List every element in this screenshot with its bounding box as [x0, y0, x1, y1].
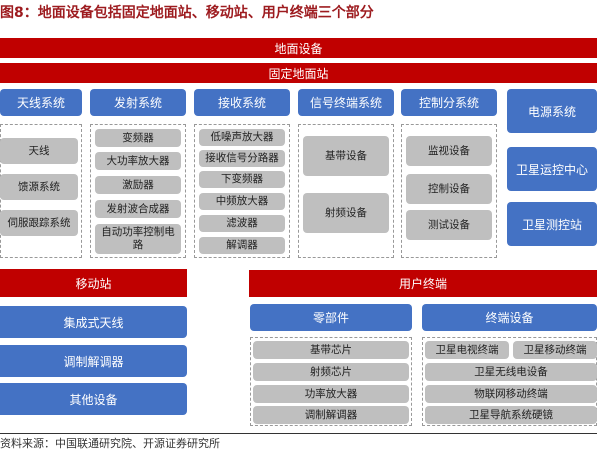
- satellite-operation-center-box: 卫星运控中心: [507, 147, 597, 191]
- auto-power-control-item: 自动功率控制电路: [95, 224, 181, 254]
- satellite-mobile-terminal-item: 卫星移动终端: [513, 341, 597, 359]
- rf-chip-item: 射频芯片: [253, 363, 409, 381]
- satellite-tv-terminal-item: 卫星电视终端: [425, 341, 509, 359]
- power-system-box: 电源系统: [507, 89, 597, 133]
- baseband-chip-item: 基带芯片: [253, 341, 409, 359]
- components-header: 零部件: [250, 304, 412, 331]
- control-subsystem-header: 控制分系统: [401, 89, 497, 116]
- power-amplifier-item: 功率放大器: [253, 385, 409, 403]
- transmit-wave-combiner-item: 发射波合成器: [95, 200, 181, 218]
- other-equipment-box: 其他设备: [0, 383, 187, 415]
- high-power-amplifier-item: 大功率放大器: [95, 152, 181, 170]
- exciter-item: 激励器: [95, 176, 181, 194]
- receive-system-header: 接收系统: [194, 89, 290, 116]
- frequency-converter-item: 变频器: [95, 129, 181, 147]
- terminal-modem-item: 调制解调器: [253, 406, 409, 424]
- antenna-system-header: 天线系统: [0, 89, 82, 116]
- rf-equipment-item: 射频设备: [303, 193, 389, 233]
- low-noise-amplifier-item: 低噪声放大器: [199, 129, 285, 146]
- filter-item: 滤波器: [199, 215, 285, 232]
- mobile-station-bar: 移动站: [0, 269, 187, 297]
- terminal-equipment-header: 终端设备: [422, 304, 597, 331]
- baseband-equipment-item: 基带设备: [303, 136, 389, 176]
- control-equipment-item: 控制设备: [406, 174, 492, 204]
- antenna-item: 天线: [0, 138, 78, 164]
- signal-terminal-system-header: 信号终端系统: [298, 89, 394, 116]
- downconverter-item: 下变频器: [199, 171, 285, 188]
- if-amplifier-item: 中频放大器: [199, 193, 285, 210]
- servo-tracking-item: 伺服跟踪系统: [0, 210, 78, 236]
- satellite-navigation-hardware-item: 卫星导航系统硬镜: [425, 406, 597, 424]
- test-equipment-item: 测试设备: [406, 210, 492, 240]
- satellite-radio-equipment-item: 卫星无线电设备: [425, 363, 597, 381]
- demodulator-item: 解调器: [199, 237, 285, 254]
- monitoring-equipment-item: 监视设备: [406, 136, 492, 166]
- feed-system-item: 馈源系统: [0, 174, 78, 200]
- fixed-station-bar: 固定地面站: [0, 63, 597, 83]
- modem-box: 调制解调器: [0, 345, 187, 377]
- satellite-ttc-station-box: 卫星测控站: [507, 202, 597, 246]
- iot-mobile-terminal-item: 物联网移动终端: [425, 385, 597, 403]
- receive-signal-splitter-item: 接收信号分路器: [199, 150, 285, 167]
- user-terminal-bar: 用户终端: [249, 270, 597, 297]
- figure-title: 图8：地面设备包括固定地面站、移动站、用户终端三个部分: [0, 5, 374, 21]
- integrated-antenna-box: 集成式天线: [0, 306, 187, 338]
- receive-system-panel: [194, 124, 290, 258]
- ground-equipment-bar: 地面设备: [0, 38, 597, 58]
- transmit-system-header: 发射系统: [90, 89, 186, 116]
- bottom-divider: [0, 433, 597, 434]
- source-note: 资料来源：中国联通研究院、开源证券研究所: [0, 437, 220, 450]
